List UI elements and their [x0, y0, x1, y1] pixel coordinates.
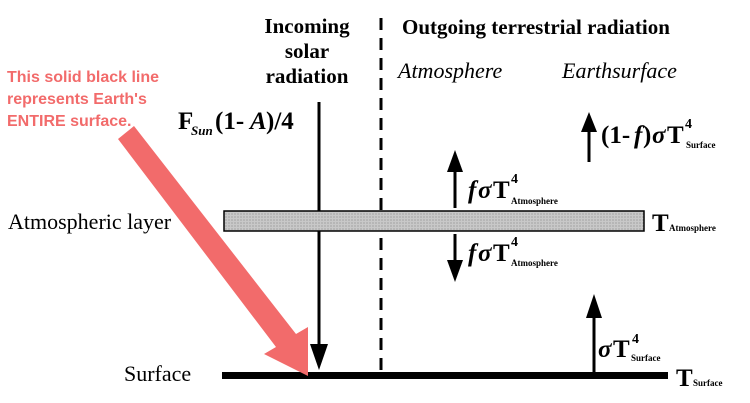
escape-arrowhead	[581, 112, 597, 132]
surface-emit-exponent: 4	[632, 332, 639, 347]
t-atmosphere-subscript: Atmosphere	[669, 223, 716, 233]
t-atmosphere-label: T Atmosphere	[652, 210, 716, 237]
escape-open: (1-	[601, 122, 630, 149]
atmospheric-layer-band	[223, 210, 645, 232]
escape-t: T	[667, 122, 684, 149]
escape-close: )	[643, 122, 651, 149]
t-surface-symbol: T	[676, 365, 693, 392]
outgoing-heading: Outgoing terrestrial radiation	[402, 15, 670, 39]
atm-down-formula: f σ T 4 Atmosphere	[468, 235, 558, 268]
flux-factor-close: )/4	[266, 108, 294, 135]
surface-emit-t: T	[613, 336, 630, 363]
escape-subscript: Surface	[686, 140, 716, 150]
atm-up-t: T	[493, 177, 510, 204]
surface-emit-formula: σ T 4 Surface	[598, 332, 661, 363]
incoming-heading: Incoming solar radiation	[264, 14, 350, 88]
t-atmosphere-symbol: T	[652, 210, 669, 237]
surface-label: Surface	[124, 361, 191, 386]
atm-down-f: f	[468, 240, 479, 267]
escape-formula: (1- f ) σ T 4 Surface	[601, 117, 716, 150]
atm-down-t: T	[493, 240, 510, 267]
earth-surface-heading: Earthsurface	[561, 58, 677, 83]
atmosphere-heading: Atmosphere	[396, 58, 503, 83]
surface-note-line-2: represents Earth's	[7, 91, 147, 108]
incoming-flux-formula: F Sun (1- A )/4	[178, 108, 294, 138]
surface-note: This solid black line represents Earth's…	[7, 69, 159, 130]
incoming-heading-line-2: solar	[285, 39, 329, 63]
incoming-heading-line-1: Incoming	[264, 14, 350, 38]
flux-albedo-symbol: A	[248, 108, 267, 135]
atm-down-arrowhead	[447, 260, 463, 282]
surface-note-line-1: This solid black line	[7, 69, 159, 86]
atmospheric-layer-label: Atmospheric layer	[8, 209, 172, 234]
atm-up-f: f	[468, 177, 479, 204]
atm-down-sigma: σ	[478, 240, 493, 267]
flux-sun-subscript: Sun	[191, 123, 213, 138]
atm-up-sigma: σ	[478, 177, 493, 204]
incoming-heading-line-3: radiation	[266, 64, 349, 88]
surface-pointer-arrow	[118, 126, 308, 376]
t-surface-label: T Surface	[676, 365, 723, 392]
surface-emit-subscript: Surface	[631, 353, 661, 363]
flux-f-symbol: F	[178, 108, 193, 135]
escape-sigma: σ	[652, 122, 667, 149]
t-surface-subscript: Surface	[693, 378, 723, 388]
atm-up-formula: f σ T 4 Atmosphere	[468, 172, 558, 206]
atm-up-exponent: 4	[511, 172, 518, 187]
atm-up-arrowhead	[447, 150, 463, 172]
surface-emit-arrowhead	[586, 294, 602, 318]
surface-note-line-3: ENTIRE surface.	[7, 113, 131, 130]
atm-up-subscript: Atmosphere	[511, 196, 558, 206]
earth-surface-line	[222, 372, 668, 379]
escape-f: f	[634, 122, 645, 149]
flux-factor-open: (1-	[215, 108, 244, 135]
atm-down-subscript: Atmosphere	[511, 258, 558, 268]
atm-down-exponent: 4	[511, 235, 518, 250]
surface-emit-sigma: σ	[598, 336, 613, 363]
escape-exponent: 4	[685, 117, 692, 132]
incoming-solar-arrowhead	[310, 344, 328, 370]
